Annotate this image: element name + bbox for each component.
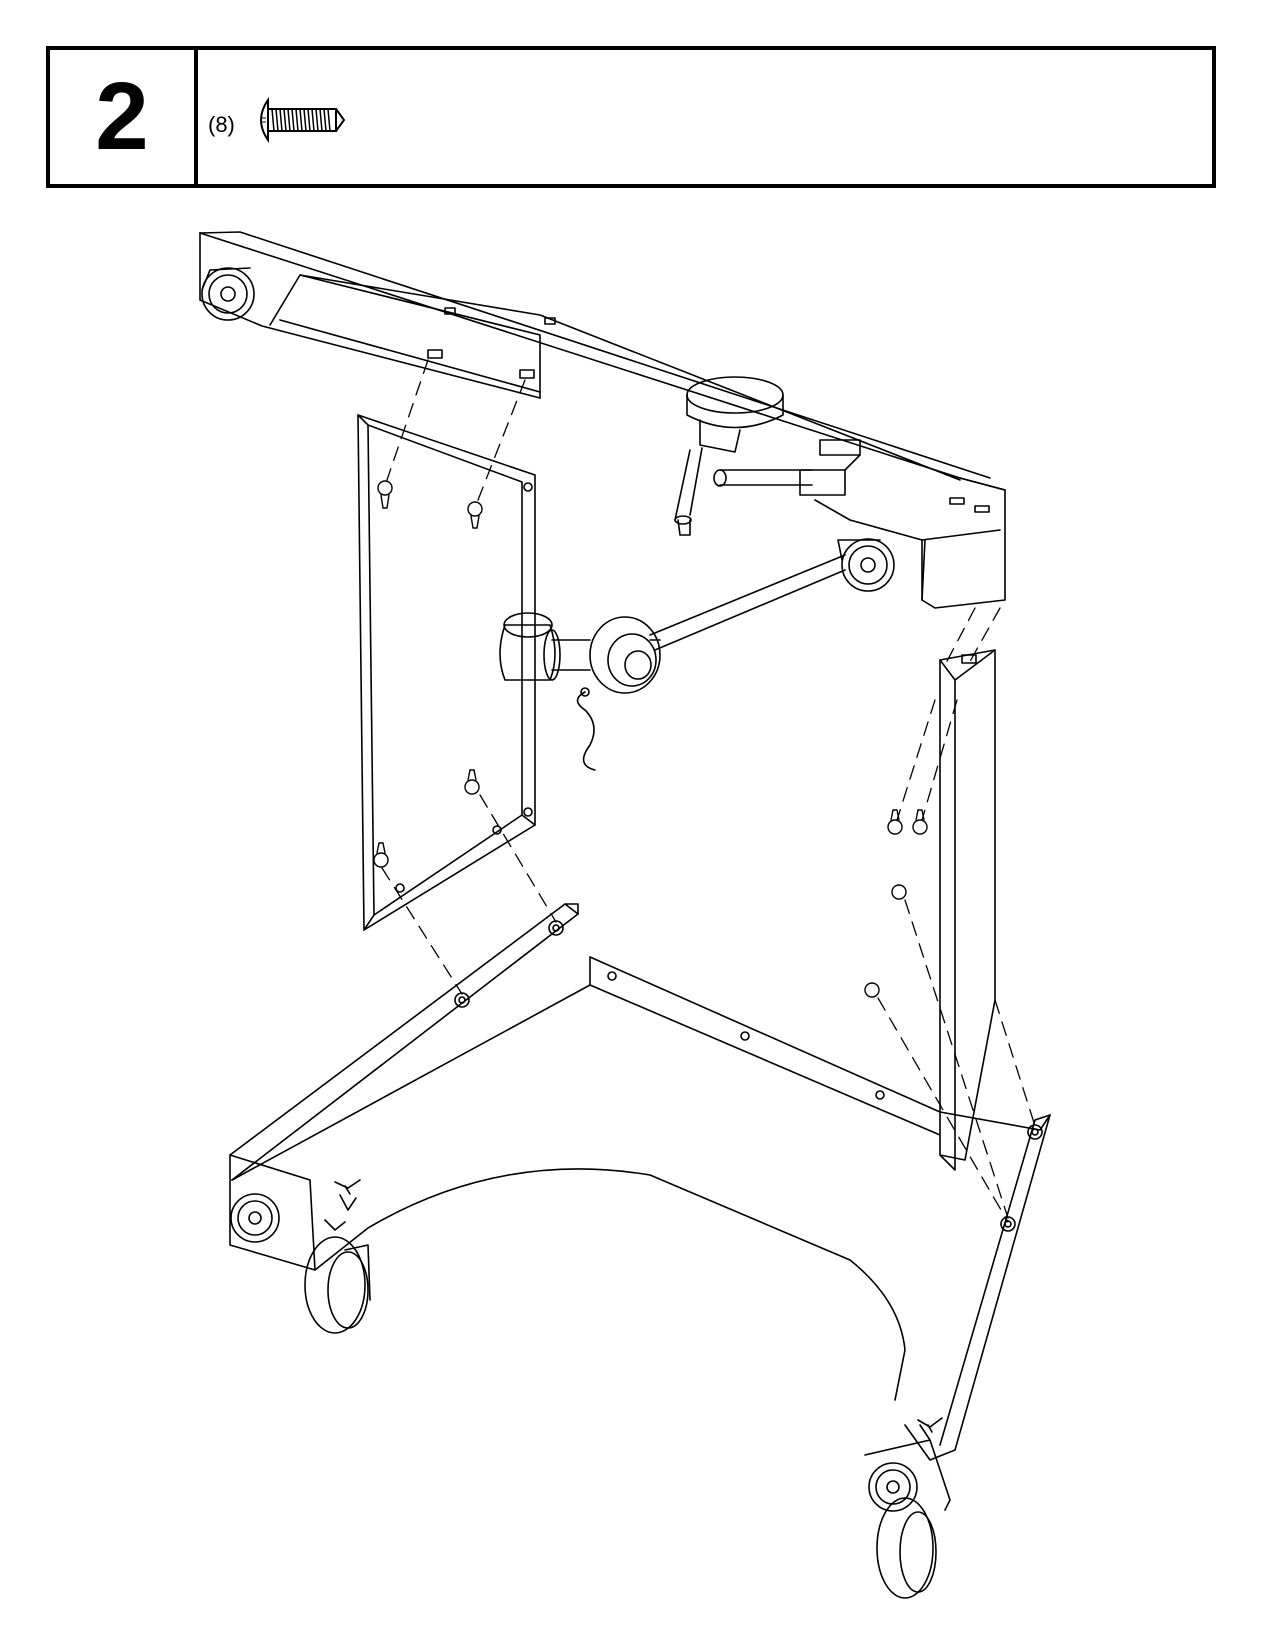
assembly-diagram [199,231,1051,1599]
right-upright [939,649,996,1171]
screw [377,480,393,509]
wing-nuts [324,1179,943,1433]
screw [864,982,880,998]
screw [464,769,480,795]
center-clamp [674,376,784,536]
screw [891,884,907,900]
front-left-caster [230,1193,371,1334]
left-side-panel [357,414,536,931]
screw [467,501,483,529]
screw [887,809,903,835]
base-frame [229,903,1051,1461]
parts-list: (8) [198,50,1212,184]
screw-icon [260,96,346,144]
step-number: 2 [95,63,149,170]
right-bracket [799,439,861,496]
rear-right-caster [864,1424,951,1599]
screws [373,480,928,998]
rod-assembly [649,469,846,651]
s-hook [576,687,596,771]
roller-hub [499,612,661,694]
top-handle-bar [199,231,1006,609]
alignment-lines [381,359,1036,1223]
top-right-knob [837,538,895,592]
step-number-cell: 2 [50,50,198,184]
top-left-knob [201,267,255,321]
screw [912,809,928,835]
screw [373,842,389,868]
step-header: 2 (8) [46,46,1216,188]
screw-quantity: (8) [208,112,235,137]
